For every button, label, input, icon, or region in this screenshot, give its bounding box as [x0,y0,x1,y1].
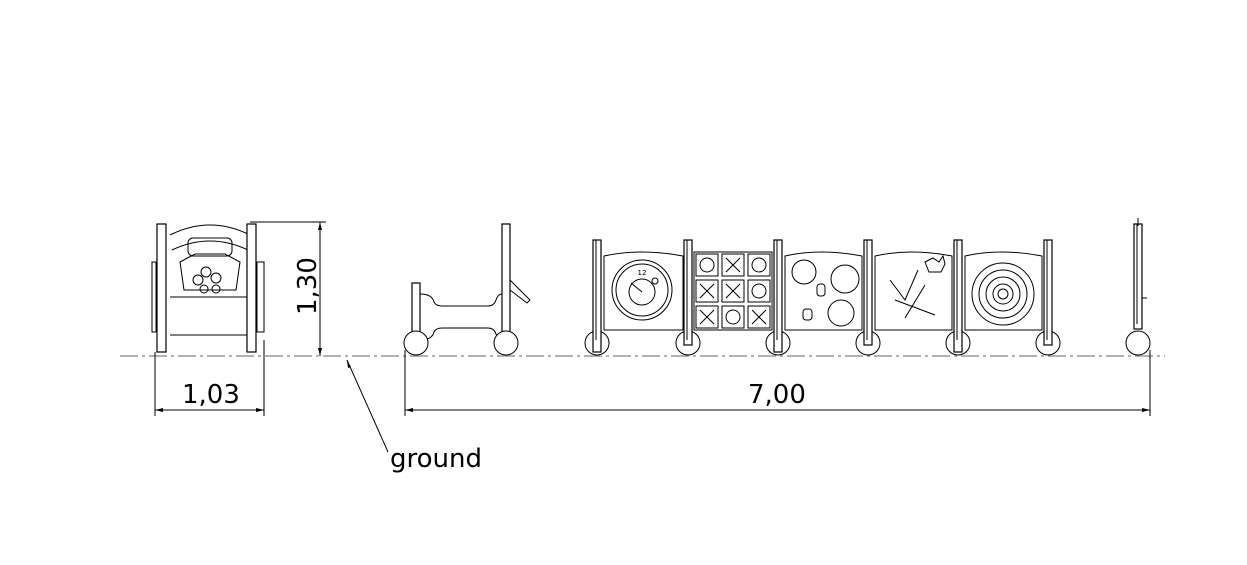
tictactoe-cell-x [695,305,719,329]
tictactoe-cell-x [747,305,771,329]
tictactoe-cell-x [721,253,745,277]
tictactoe-cell-o [695,253,719,277]
panel-gears [784,251,863,331]
post [855,239,881,356]
height-dimension-label: 1,30 [293,257,323,315]
ground-label: ground [390,444,482,474]
post [765,239,791,356]
width-dimension-label: 1,03 [182,380,240,410]
side-view: 1,03 1,30 [151,221,326,416]
tictactoe-cell-x [721,279,745,303]
panel-maze [964,251,1043,331]
tictactoe-cell-o [747,253,771,277]
post [1035,239,1061,356]
post [1125,223,1151,356]
post [945,239,971,356]
bench-element [403,223,531,356]
tictactoe-cell-o [721,305,745,329]
tictactoe-cell-x [695,279,719,303]
length-dimension-label: 7,00 [748,380,806,410]
panel-clock: 12 [603,251,684,331]
front-view: 12 [403,218,1151,356]
clock-twelve: 12 [638,269,647,277]
post [584,239,610,356]
swirl-ornament-icon [192,266,222,294]
tictactoe-cell-o [747,279,771,303]
post [675,239,701,356]
panel-tree [874,251,953,331]
panel-tic-tac-toe [693,251,773,331]
